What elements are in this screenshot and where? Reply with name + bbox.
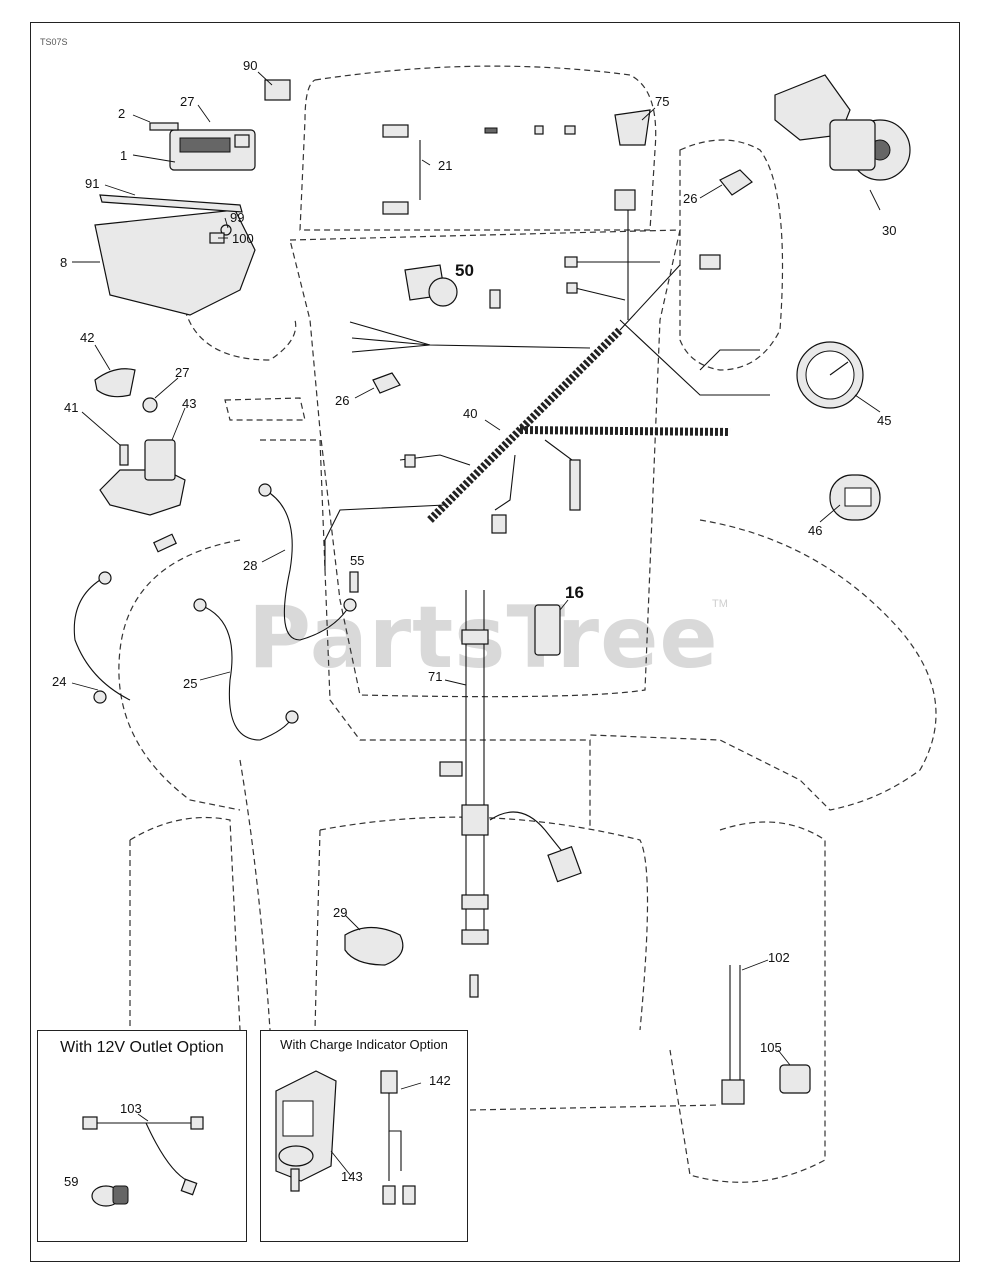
- solenoid-bolt: [119, 444, 129, 466]
- callout-143: 143: [341, 1169, 363, 1184]
- callout-43: 43: [182, 396, 196, 411]
- solenoid-group: [94, 368, 186, 516]
- callouts: 90 2 27 1 91 99 100 8 21 75 26 30 50 42 …: [52, 58, 896, 1055]
- callout-30: 30: [882, 223, 896, 238]
- switch-105: [779, 1064, 811, 1094]
- callout-1: 1: [120, 148, 127, 163]
- nut: [142, 397, 158, 413]
- battery-cables: [73, 483, 359, 741]
- inset-charge-indicator: With Charge Indicator Option 142 143: [260, 1030, 468, 1242]
- harness-102: [721, 965, 745, 1105]
- callout-24: 24: [52, 674, 66, 689]
- callout-71: 71: [428, 669, 442, 684]
- battery-terminal: [234, 134, 250, 148]
- callout-99: 99: [230, 210, 244, 225]
- callout-59: 59: [64, 1174, 78, 1189]
- fuse-holder: [372, 372, 401, 394]
- rear-harness: [439, 590, 582, 998]
- inset-charge-title: With Charge Indicator Option: [280, 1037, 448, 1052]
- inset-12v-drawing: 103 59: [64, 1101, 204, 1207]
- hold-down-strap: [99, 194, 243, 213]
- callout-27b: 27: [175, 365, 189, 380]
- seat-switch: [534, 604, 561, 656]
- callout-21: 21: [438, 158, 452, 173]
- callout-75: 75: [655, 94, 669, 109]
- inset-12v-title: With 12V Outlet Option: [60, 1039, 224, 1056]
- callout-2: 2: [118, 106, 125, 121]
- gauges: [796, 341, 881, 521]
- starter-solenoid: [144, 439, 176, 481]
- callout-8: 8: [60, 255, 67, 270]
- inset-charge-drawing: 142 143: [275, 1070, 451, 1205]
- callout-90: 90: [243, 58, 257, 73]
- terminal-cover: [264, 79, 291, 101]
- battery-group: [94, 79, 291, 316]
- callout-103: 103: [120, 1101, 142, 1116]
- callout-50: 50: [455, 261, 474, 280]
- callout-105: 105: [760, 1040, 782, 1055]
- callout-41: 41: [64, 400, 78, 415]
- ignition-switch: [774, 74, 911, 181]
- relay: [404, 264, 458, 307]
- callout-55: 55: [350, 553, 364, 568]
- callout-45: 45: [877, 413, 891, 428]
- inset-12v-outlet: With 12V Outlet Option 103 59: [37, 1030, 247, 1242]
- watermark-tm: TM: [712, 598, 728, 610]
- battery-cells: [179, 137, 231, 153]
- leader-lines: [71, 71, 881, 1066]
- ground-part: [344, 926, 404, 966]
- callout-142: 142: [429, 1073, 451, 1088]
- callout-26b: 26: [335, 393, 349, 408]
- diagram-frame: [30, 22, 960, 1262]
- callout-28: 28: [243, 558, 257, 573]
- solenoid-bracket: [99, 469, 186, 516]
- callout-42: 42: [80, 330, 94, 345]
- battery-bolt: [149, 122, 179, 131]
- callout-26a: 26: [683, 191, 697, 206]
- callout-46: 46: [808, 523, 822, 538]
- callout-91: 91: [85, 176, 99, 191]
- callout-16: 16: [565, 583, 584, 602]
- callout-27a: 27: [180, 94, 194, 109]
- callout-100: 100: [232, 231, 254, 246]
- callout-25: 25: [183, 676, 197, 691]
- battery-tray: [94, 209, 256, 316]
- terminal-boot: [94, 368, 136, 398]
- callout-102: 102: [768, 950, 790, 965]
- callout-29: 29: [333, 905, 347, 920]
- tractor-outline: [118, 65, 937, 1183]
- diagram-code: TS07S: [40, 37, 68, 47]
- main-harness: [324, 109, 770, 570]
- callout-40: 40: [463, 406, 477, 421]
